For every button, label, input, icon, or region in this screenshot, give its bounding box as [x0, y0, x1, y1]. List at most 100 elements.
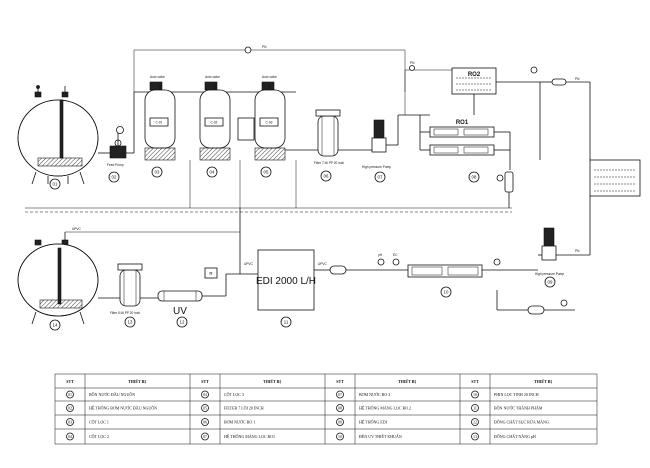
- cell-no: 07: [203, 434, 207, 439]
- cell-text: CỘT LỌC 3: [224, 392, 244, 397]
- flow-meter-bottom: [329, 265, 347, 275]
- ro-membrane-stage-1: [397, 114, 511, 170]
- badge-04: [206, 166, 218, 178]
- cell-text: PHIN LỌC TINH 20 INCH: [494, 392, 539, 397]
- column-3: Auto valve C-03: [254, 75, 286, 161]
- ec-label: EC: [393, 253, 398, 257]
- label-12: 12: [180, 320, 185, 325]
- cell-text: ĐỒNG CHẤT SỤC RỬA MÀNG: [494, 420, 549, 425]
- badge-01: [49, 178, 61, 190]
- label-14: 14: [53, 323, 58, 328]
- column-2: Auto valve C-02: [199, 75, 231, 161]
- cell-no: 13: [473, 434, 477, 439]
- column-2-tag: C-02: [211, 121, 218, 125]
- cell-no: 05: [203, 406, 207, 411]
- uv-label: UV: [173, 306, 187, 317]
- resistivity-meter: [204, 267, 218, 279]
- label-10: 10: [444, 290, 449, 295]
- table-row: 01 BỒN NƯỚC ĐẦU NGUỒN 04 CỘT LỌC 3 07 BƠ…: [66, 390, 539, 399]
- label-06: 06: [324, 174, 329, 179]
- ro-valve-1: [409, 65, 415, 71]
- edi-unit: [257, 249, 315, 311]
- cell-no: 09: [338, 420, 342, 425]
- cell-text: BỒN NƯỚC THÀNH PHẨM: [494, 406, 543, 411]
- cell-text: CỘT LỌC 2: [89, 434, 109, 439]
- label-02: 02: [112, 175, 117, 180]
- header-device-2: THIẾT BỊ: [263, 379, 281, 384]
- label-09: 09: [548, 280, 553, 285]
- gauge-mid-right: [496, 174, 504, 182]
- cell-no: 10: [473, 392, 477, 397]
- gauge-bottom-right: [493, 258, 501, 266]
- badge-08: [468, 171, 480, 183]
- cell-text: HỆ THỐNG MÀNG LỌC RO1: [224, 434, 275, 439]
- hp-pump-1-label: High pressure Pump: [362, 165, 391, 169]
- flow-meter-top: [551, 78, 567, 86]
- auto-valve-1-label: Auto valve: [150, 75, 165, 79]
- gauge-top-right: [530, 66, 538, 74]
- cell-no: 04: [68, 434, 72, 439]
- header-stt-2: STT: [201, 379, 209, 384]
- cartridge-filter-top: [315, 109, 341, 157]
- filter-bottom-label: Filter 5 lõi PP 20 inch: [110, 311, 140, 315]
- badge-10: [440, 286, 452, 298]
- cell-text: HỆ THỐNG EDI: [359, 420, 388, 425]
- gauge-drain: [560, 299, 568, 307]
- ro2-label: RO2: [468, 72, 481, 78]
- uv-sterilizer: [157, 290, 203, 302]
- label-07: 07: [378, 175, 383, 180]
- high-pressure-pump-1: [370, 119, 398, 153]
- cell-text: BỒN NƯỚC ĐẦU NGUỒN: [89, 392, 135, 397]
- edi-upvc-label: UPVC: [244, 262, 254, 266]
- header-device-3: THIẾT BỊ: [398, 379, 416, 384]
- cell-text: HỆ THỐNG BƠM NƯỚC ĐẦU NGUỒN: [89, 406, 157, 411]
- cell-no: 10: [338, 434, 342, 439]
- bottom-upvc-label: UPVC: [72, 227, 82, 231]
- ec-sensor: [392, 258, 400, 266]
- top-right-pn-label: PN: [575, 77, 580, 81]
- badge-03: [151, 166, 163, 178]
- cell-text: CỘT LỌC 1: [89, 420, 109, 425]
- cell-text: FILTER 7 LÕI 20 INCH: [224, 406, 264, 411]
- cell-text: ĐÈN UV THIẾT KHUẨN: [359, 434, 402, 439]
- ro-pn-label: PN: [410, 61, 415, 65]
- table-row: 02 HỆ THỐNG BƠM NƯỚC ĐẦU NGUỒN 05 FILTER…: [66, 404, 543, 412]
- legend-table: [54, 373, 598, 445]
- feed-pump-label: Feed Pump: [107, 163, 124, 167]
- ph-sensor: [377, 258, 385, 266]
- header-device-1: THIẾT BỊ: [128, 379, 146, 384]
- edi-out-upvc-label: UPVC: [318, 262, 328, 266]
- badge-09: [544, 276, 556, 288]
- badge-12: [176, 316, 188, 328]
- cell-no: 08: [338, 406, 342, 411]
- cell-no: 03: [68, 420, 72, 425]
- column-1-tag: C-01: [156, 121, 163, 125]
- bottom-right-pn-label: PN: [575, 249, 580, 253]
- badge-14: [49, 319, 61, 331]
- label-04: 04: [210, 170, 215, 175]
- badge-06: [320, 170, 332, 182]
- cell-text: BƠM NƯỚC RO 1: [224, 420, 255, 425]
- header-stt-3: STT: [336, 379, 344, 384]
- table-row: 03 CỘT LỌC 1 06 BƠM NƯỚC RO 1 09 HỆ THỐN…: [66, 418, 549, 426]
- column-3-tag: C-03: [266, 121, 273, 125]
- top-pn-label: PN: [262, 45, 267, 49]
- cell-no: 12: [473, 420, 477, 425]
- label-05: 05: [264, 170, 269, 175]
- ph-label: pH: [378, 253, 383, 257]
- product-tank-bottom: [17, 231, 240, 325]
- top-valve: [244, 46, 252, 54]
- cell-no: 11: [473, 406, 477, 411]
- cell-no: 06: [203, 420, 207, 425]
- product-tank-right: [589, 159, 641, 197]
- label-01: 01: [53, 182, 58, 187]
- badge-13: [124, 316, 136, 328]
- edi-label: EDI 2000 L/H: [256, 276, 316, 287]
- badge-02: [108, 171, 120, 183]
- flow-meter-drain: [527, 305, 545, 315]
- cell-no: 02: [68, 406, 72, 411]
- badge-11: [280, 316, 292, 328]
- badge-07: [374, 171, 386, 183]
- filter-top-label: Filter 7 lõi PP 20 inch: [314, 161, 344, 165]
